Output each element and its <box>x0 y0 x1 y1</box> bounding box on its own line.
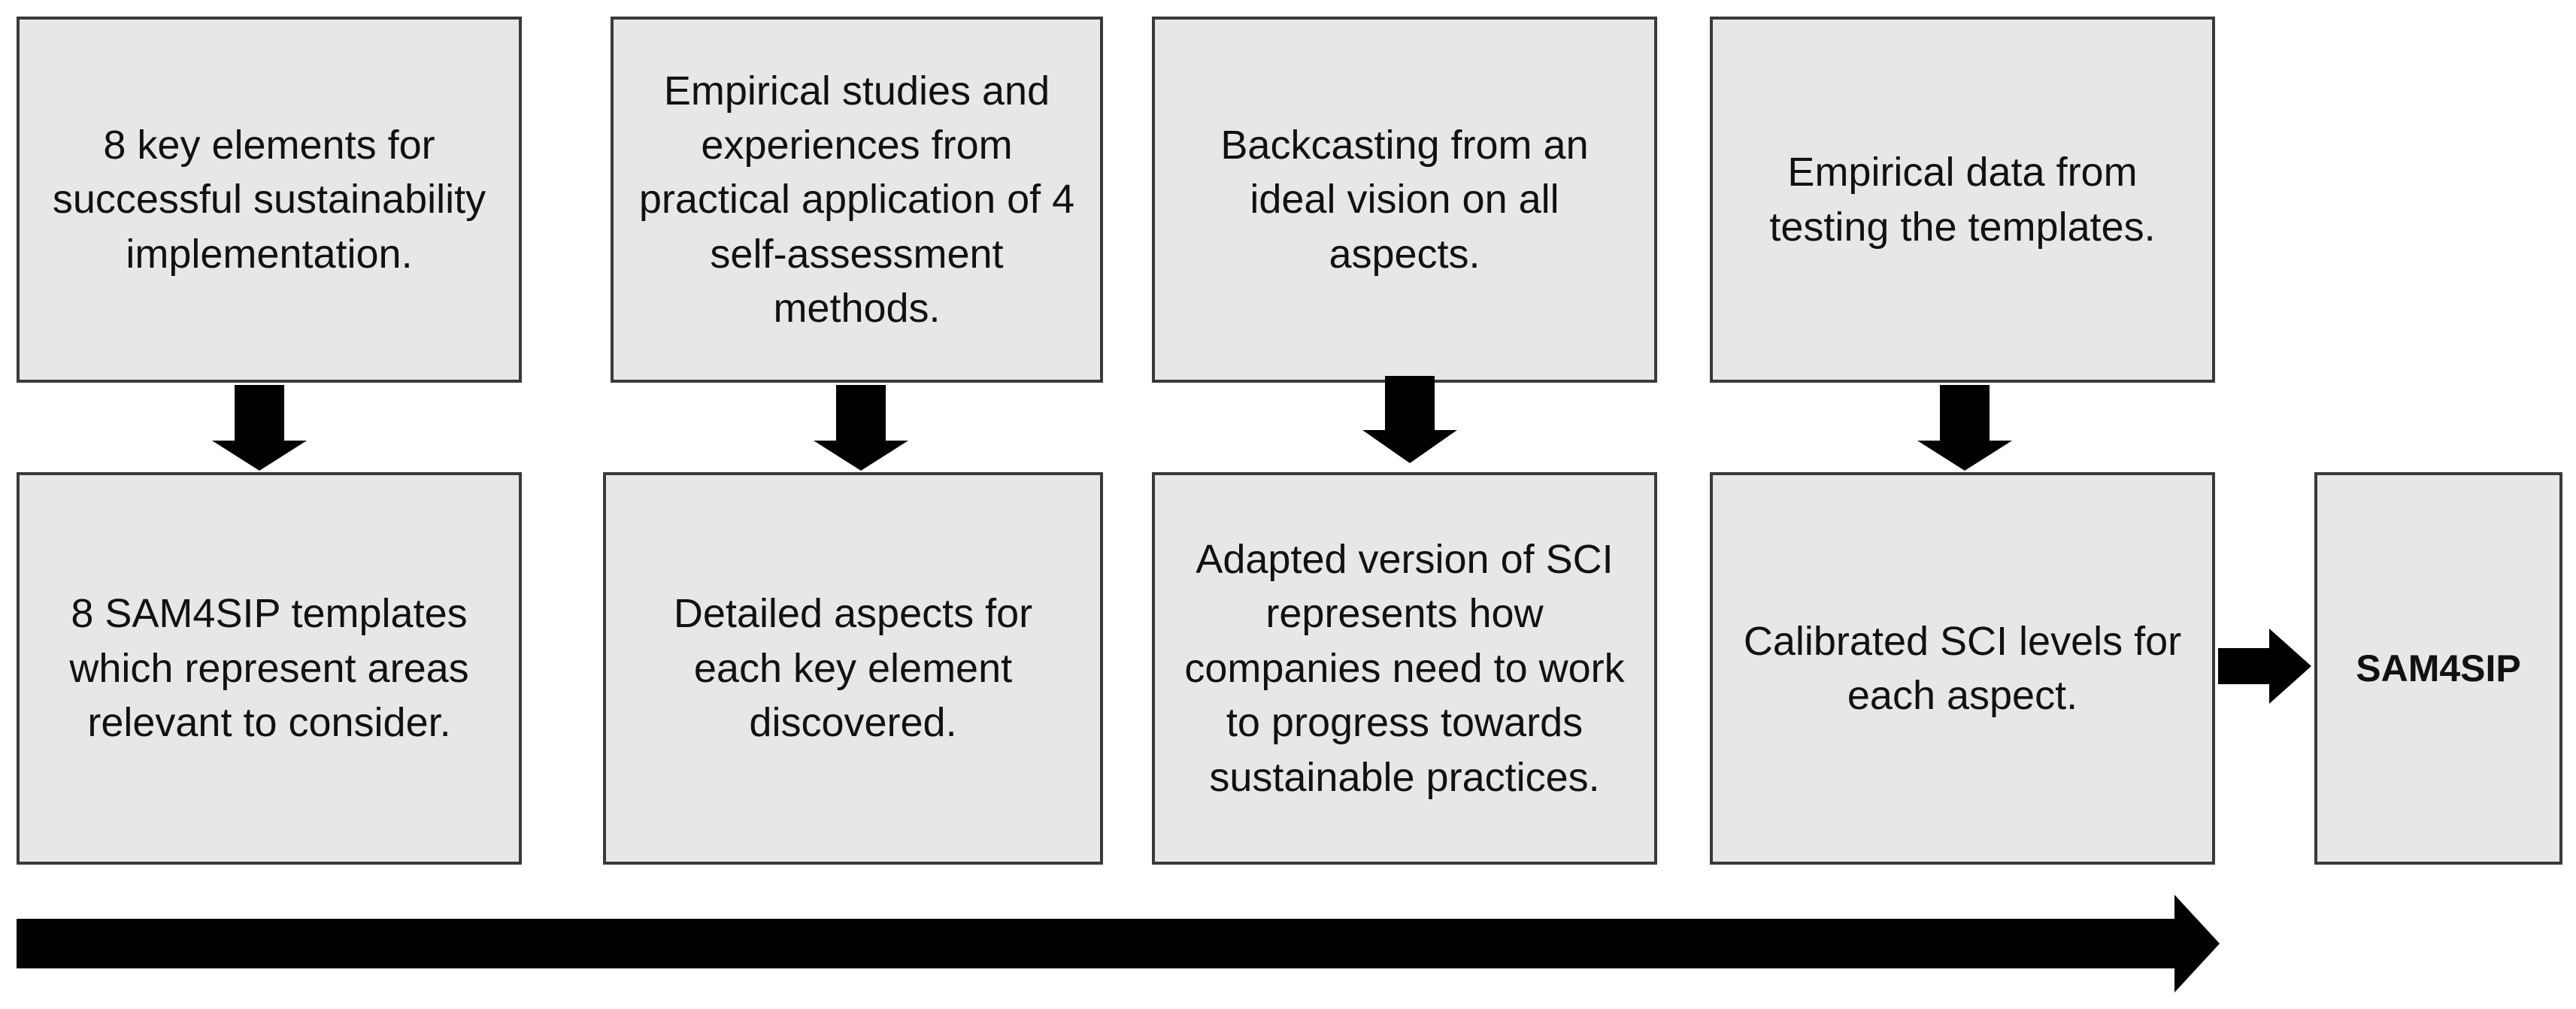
input-box-empirical-data: Empirical data from testing the template… <box>1710 17 2215 383</box>
process-arrow <box>17 895 2220 992</box>
right-arrow-to-result <box>2218 629 2311 704</box>
output-box-adapted-sci: Adapted version of SCI represents how co… <box>1152 472 1657 865</box>
result-box-sam4sip-text: SAM4SIP <box>2356 647 2521 689</box>
input-box-key-elements-text: 8 key elements for successful sustainabi… <box>52 122 486 277</box>
down-arrow-3 <box>1362 376 1457 463</box>
output-box-adapted-sci-text: Adapted version of SCI represents how co… <box>1184 537 1625 800</box>
output-box-templates: 8 SAM4SIP templates which represent area… <box>17 472 522 865</box>
output-box-detailed-aspects: Detailed aspects for each key element di… <box>603 472 1103 865</box>
output-box-calibrated-sci-text: Calibrated SCI levels for each aspect. <box>1743 618 2182 718</box>
input-box-backcasting: Backcasting from an ideal vision on all … <box>1152 17 1657 383</box>
input-box-empirical-studies: Empirical studies and experiences from p… <box>611 17 1103 383</box>
output-box-calibrated-sci: Calibrated SCI levels for each aspect. <box>1710 472 2215 865</box>
input-box-empirical-data-text: Empirical data from testing the template… <box>1769 150 2156 250</box>
down-arrow-1 <box>212 385 307 471</box>
input-box-empirical-studies-text: Empirical studies and experiences from p… <box>638 68 1075 332</box>
output-box-templates-text: 8 SAM4SIP templates which represent area… <box>69 591 469 746</box>
result-box-sam4sip: SAM4SIP <box>2314 472 2562 865</box>
output-box-detailed-aspects-text: Detailed aspects for each key element di… <box>673 591 1033 746</box>
down-arrow-4 <box>1917 385 2012 471</box>
input-box-backcasting-text: Backcasting from an ideal vision on all … <box>1220 122 1589 277</box>
down-arrow-2 <box>814 385 908 471</box>
input-box-key-elements: 8 key elements for successful sustainabi… <box>17 17 522 383</box>
